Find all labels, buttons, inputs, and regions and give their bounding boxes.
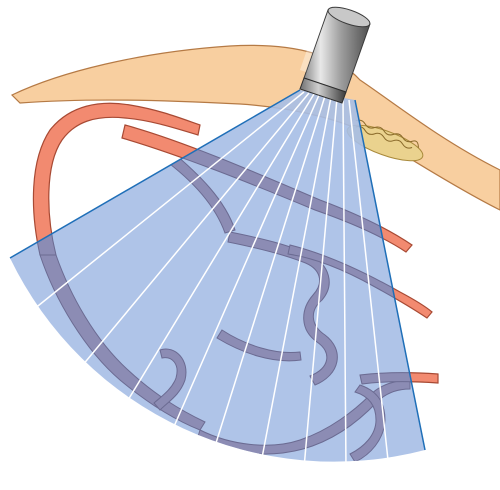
ultrasound-diagram [0, 0, 500, 490]
